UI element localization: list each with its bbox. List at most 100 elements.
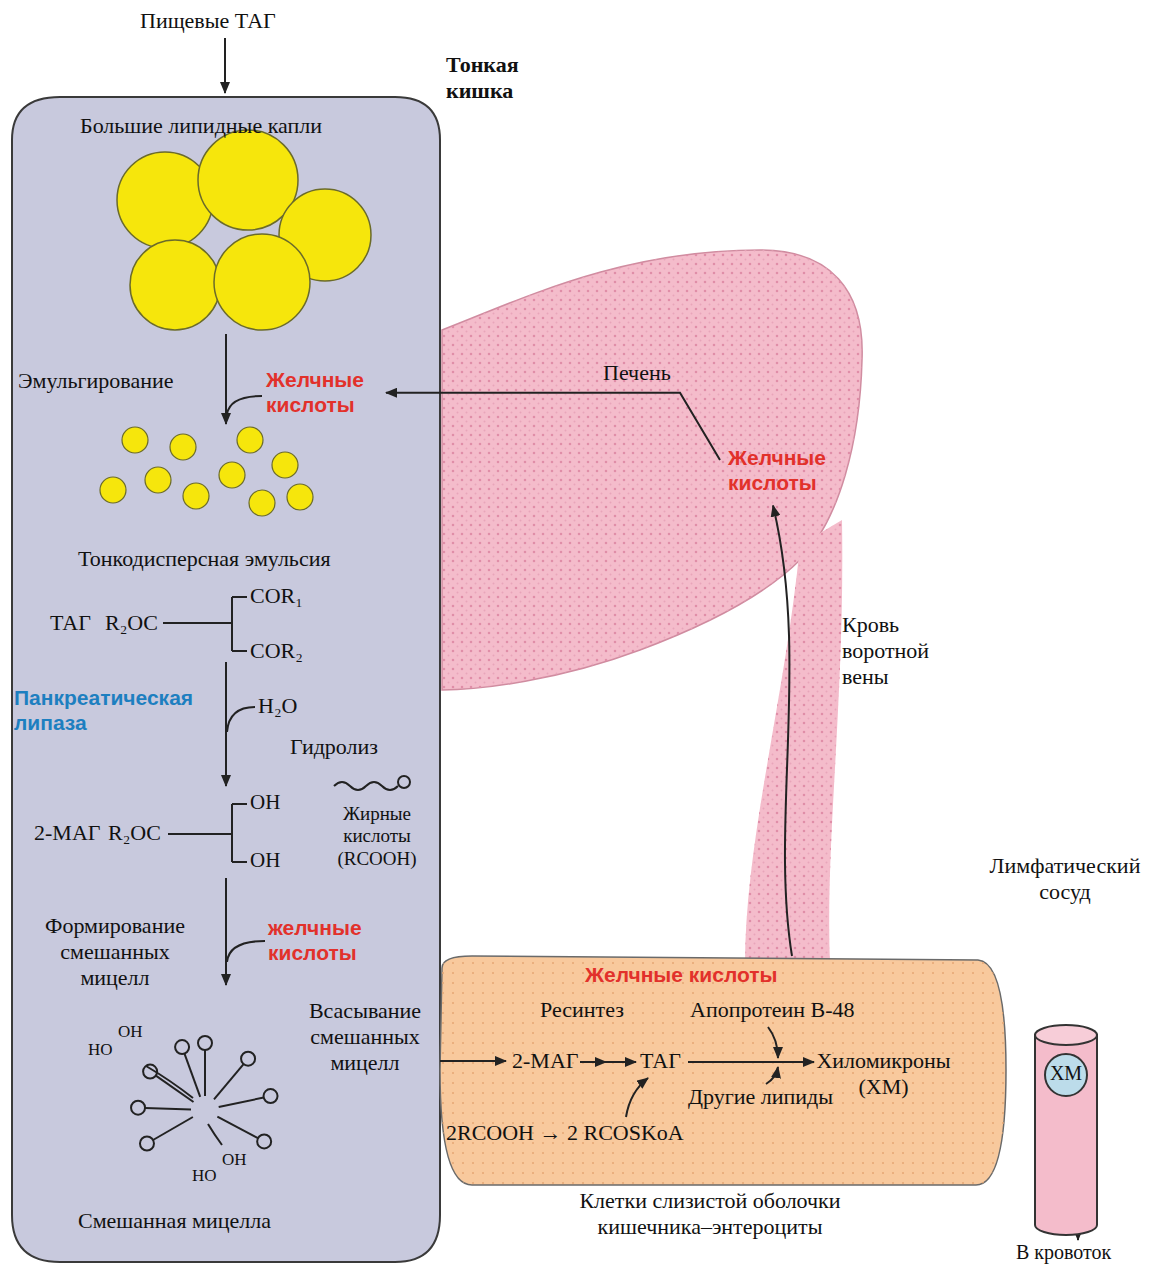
drawing-part bbox=[122, 427, 148, 453]
node-text: Формирование смешанных мицелл bbox=[25, 913, 205, 991]
drawing-part bbox=[287, 484, 313, 510]
node-text: Лимфатический сосуд bbox=[966, 853, 1164, 905]
node-text-slot: желчные кислоты bbox=[268, 916, 380, 966]
node-text-slot: R₂OC bbox=[105, 610, 158, 636]
node-text: Другие липиды bbox=[688, 1084, 833, 1110]
node-text-slot: Лимфатический сосуд bbox=[966, 853, 1164, 905]
node-text-slot: Ресинтез bbox=[540, 997, 624, 1023]
drawing-part bbox=[131, 1036, 277, 1151]
drawing-part bbox=[214, 234, 310, 330]
drawing-part bbox=[100, 427, 313, 516]
node-text: H₂O bbox=[258, 693, 297, 719]
drawing-part bbox=[604, 1061, 636, 1063]
drawing-part bbox=[227, 396, 262, 414]
drawing-part bbox=[140, 1137, 154, 1151]
node-text-slot: 2-МАГ bbox=[34, 820, 101, 846]
drawing-part bbox=[183, 483, 209, 509]
drawing-part bbox=[156, 1076, 194, 1102]
drawing-part bbox=[130, 240, 220, 330]
node-text: HO bbox=[88, 1040, 113, 1060]
node-text: HO bbox=[192, 1166, 217, 1186]
node-text: OH bbox=[118, 1022, 143, 1042]
free-label: В кровоток bbox=[1016, 1241, 1111, 1265]
drawing-part bbox=[153, 1117, 193, 1140]
drawing-part bbox=[117, 152, 213, 248]
node-text: 2RCOOH → 2 RCOSKoA bbox=[446, 1120, 684, 1146]
drawing-part bbox=[117, 130, 371, 330]
node-text: Гидролиз bbox=[290, 734, 378, 760]
node-text-slot: Хиломикроны (ХМ) bbox=[816, 1048, 951, 1100]
node-text: OH bbox=[250, 790, 280, 815]
drawing-part bbox=[225, 334, 227, 424]
intestine-shape: Тонкая кишкаБольшие липидные каплиЭмульг… bbox=[8, 90, 448, 1265]
drawing-part bbox=[241, 1052, 255, 1066]
drawing-part bbox=[204, 1050, 206, 1096]
node-text-slot: Клетки слизистой оболочки кишечника–энте… bbox=[520, 1188, 900, 1240]
node-text: Смешанная мицелла bbox=[78, 1208, 271, 1234]
node-text-slot: Желчные кислоты bbox=[266, 368, 378, 418]
connector-arrow bbox=[386, 393, 720, 460]
node-text-slot: OH bbox=[118, 1022, 143, 1042]
node-text-slot: Формирование смешанных мицелл bbox=[25, 913, 205, 991]
drawing-part bbox=[224, 38, 226, 93]
drawing-part bbox=[184, 1054, 200, 1097]
node-text: Желчные кислоты bbox=[585, 963, 778, 988]
node-text: R₂OC bbox=[108, 820, 161, 846]
drawing-part bbox=[219, 462, 245, 488]
drawing-part bbox=[227, 941, 265, 962]
chylomicron-circle: ХМ bbox=[1044, 1053, 1088, 1097]
node-text: 2-МАГ bbox=[512, 1048, 579, 1074]
drawing-part bbox=[257, 1134, 271, 1148]
drawing-part bbox=[766, 1067, 778, 1084]
free-label-slot: В кровоток bbox=[1016, 1241, 1111, 1265]
node-text: OH bbox=[222, 1150, 247, 1170]
drawing-part bbox=[1035, 1025, 1097, 1045]
node-text: Ресинтез bbox=[540, 997, 624, 1023]
node-text: ТАГ bbox=[640, 1048, 681, 1074]
drawing-part bbox=[272, 452, 298, 478]
intestine-shape-outline bbox=[8, 90, 448, 1265]
connector-arrow bbox=[773, 506, 792, 956]
node-text-slot: Желчные кислоты bbox=[585, 963, 778, 988]
drawing-part bbox=[145, 1108, 191, 1110]
node-text: Эмульгирование bbox=[18, 368, 173, 394]
node-text: R₂OC bbox=[105, 610, 158, 636]
drawing-part bbox=[217, 1117, 258, 1139]
node-text: COR₂ bbox=[250, 638, 303, 664]
node-text-slot: COR₁ bbox=[250, 583, 303, 609]
node-text: ТАГ bbox=[50, 610, 91, 636]
drawing-part bbox=[146, 1066, 193, 1098]
drawing-part bbox=[225, 662, 227, 786]
drawing-part bbox=[264, 1089, 278, 1103]
drawing-part bbox=[334, 782, 398, 790]
node-text-slot: OH bbox=[250, 790, 280, 815]
node-text: ХМ bbox=[1044, 1062, 1088, 1086]
node-text: Желчные кислоты bbox=[266, 368, 378, 418]
drawing-part bbox=[440, 956, 1006, 1185]
node-text-slot: 2RCOOH → 2 RCOSKoA bbox=[446, 1120, 684, 1146]
node-text: Апопротеин В-48 bbox=[690, 997, 855, 1023]
free-label-slot: Пищевые ТАГ bbox=[140, 8, 276, 34]
drawing-part bbox=[131, 1101, 145, 1115]
node-text: Печень bbox=[603, 360, 671, 386]
drawing-part bbox=[227, 707, 255, 732]
node-text: Тонкодисперсная эмульсия bbox=[78, 546, 331, 572]
drawing-part bbox=[214, 1064, 244, 1099]
liver-shape-outline bbox=[425, 245, 865, 695]
node-text-slot: Желчные кислоты bbox=[728, 446, 850, 496]
edge-label: Всасывание смешанных мицелл bbox=[293, 998, 437, 1076]
node-text: Тонкая кишка bbox=[446, 52, 541, 104]
node-text: Клетки слизистой оболочки кишечника–энте… bbox=[520, 1188, 900, 1240]
drawing-part bbox=[175, 1040, 189, 1054]
drawing-part bbox=[626, 1078, 648, 1117]
drawing-part bbox=[12, 97, 440, 1262]
drawing-part bbox=[208, 1124, 222, 1145]
drawing-part bbox=[580, 1061, 606, 1063]
node-text-slot: 2-МАГ bbox=[512, 1048, 579, 1074]
node-text-slot: COR₂ bbox=[250, 638, 303, 664]
drawing-part bbox=[198, 1036, 212, 1050]
node-text: COR₁ bbox=[250, 583, 303, 609]
drawing-part bbox=[398, 776, 410, 788]
node-text-slot: Печень bbox=[603, 360, 671, 386]
node-text-slot: HO bbox=[88, 1040, 113, 1060]
